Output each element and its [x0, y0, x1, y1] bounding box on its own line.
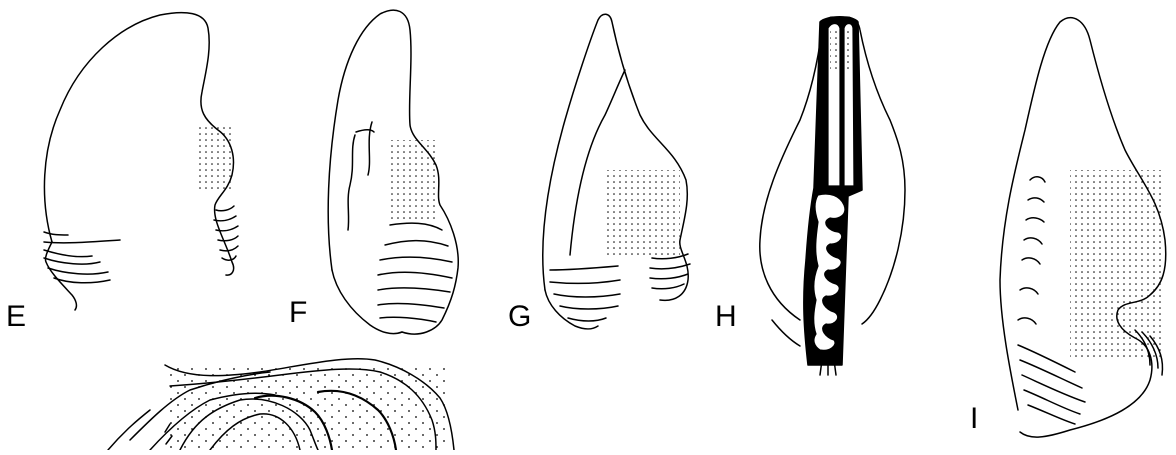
panel-label-e: E: [6, 302, 26, 332]
figure-h-drawing: [760, 17, 905, 375]
figure-e-drawing: [44, 13, 238, 310]
figure-g-drawing: [543, 14, 690, 329]
panel-label-i: I: [970, 404, 978, 434]
panel-label-g: G: [508, 302, 531, 332]
panel-label-f: F: [289, 298, 307, 328]
panel-label-h: H: [715, 302, 737, 332]
figure-bottom-partial-drawing: [108, 359, 454, 450]
figure-i-drawing: [1000, 18, 1166, 437]
figure-f-drawing: [328, 10, 458, 334]
